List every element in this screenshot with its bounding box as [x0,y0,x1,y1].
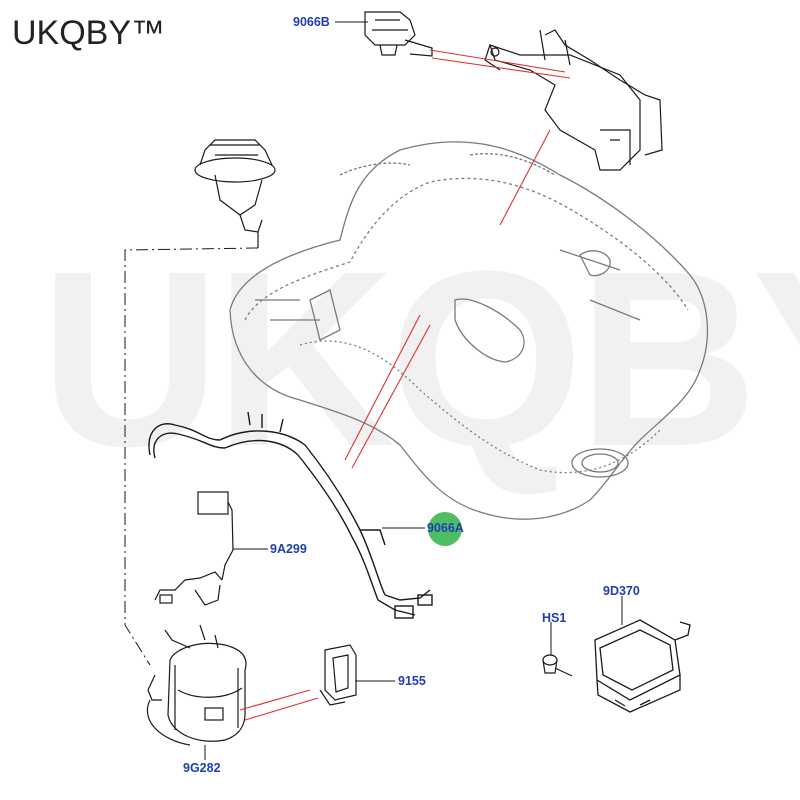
fuel-tank [229,141,708,520]
selected-part-hotspot[interactable] [428,512,462,546]
pump-module-9g282 [146,624,247,746]
valve-9066b [364,11,433,57]
part-label-9066b[interactable]: 9066B [293,15,330,29]
control-module-9d370 [594,619,691,713]
brand-logo-text: UKQBY™ [12,14,166,52]
part-label-9066a[interactable]: 9066A [427,521,464,535]
dashed-connector [124,247,259,666]
fuel-sender-cap [194,139,276,248]
label-leaders [204,21,623,760]
leader-lines [239,49,571,721]
part-label-9d370[interactable]: 9D370 [603,584,640,598]
level-sensor-9a299 [154,491,234,606]
part-label-hs1[interactable]: HS1 [542,611,567,625]
vent-assembly [484,29,663,171]
harness-9066a [148,411,433,619]
part-label-9a299[interactable]: 9A299 [270,542,307,556]
part-label-9g282[interactable]: 9G282 [183,761,221,775]
screw-hs1 [542,654,573,677]
part-label-9155[interactable]: 9155 [398,674,426,688]
bracket-9155 [319,644,357,706]
